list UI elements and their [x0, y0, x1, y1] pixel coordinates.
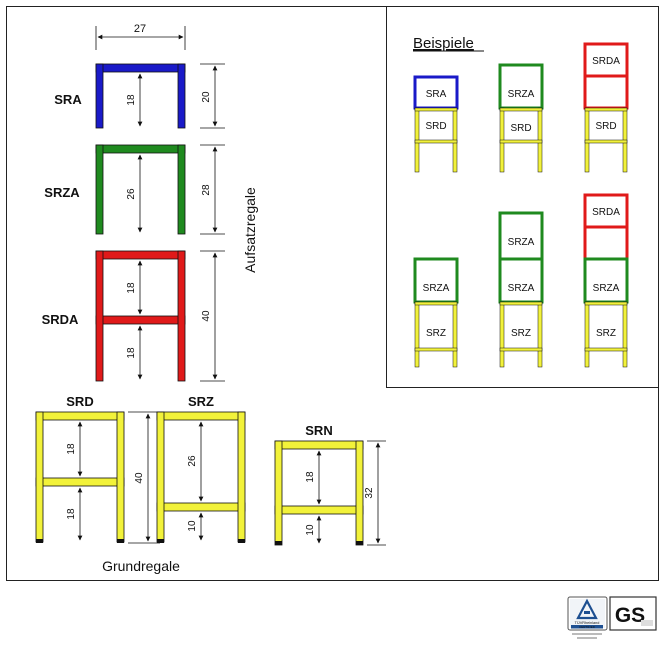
tuv-text: TÜVRheinland [575, 621, 600, 625]
tuv-certification-logo: TÜVRheinland CERTIFIED [567, 596, 608, 639]
srn-upper-label: 18 [305, 471, 316, 483]
ex6-srda: SRDA [592, 207, 620, 218]
srn-outer-dim [367, 440, 386, 546]
examples-panel [386, 6, 659, 388]
srn-outer-label: 32 [364, 487, 375, 499]
sra-frame [95, 63, 186, 129]
srn-label: SRN [305, 423, 332, 438]
ex2-srd: SRD [510, 123, 531, 134]
srd-upper-label: 18 [66, 443, 77, 455]
srza-outer-label: 28 [201, 184, 212, 196]
srd-frame [35, 411, 125, 543]
sra-inner-label: 18 [126, 94, 137, 106]
gs-certification-logo: GS [609, 596, 657, 631]
srda-outer-label: 40 [201, 310, 212, 322]
ex4-srza: SRZA [423, 283, 450, 294]
sra-label: SRA [54, 92, 82, 107]
width-dimension: 27 [95, 23, 186, 50]
srda-outer-dim [200, 250, 225, 382]
example-srza-on-srd: SRZA SRD [498, 63, 544, 173]
sra-outer-label: 20 [201, 91, 212, 103]
srda-lower-label: 18 [126, 347, 137, 359]
srd-label: SRD [66, 394, 93, 409]
grundregale-label: Grundregale [102, 558, 180, 574]
srn-frame [274, 440, 364, 546]
srza-frame [95, 144, 186, 235]
srza-outer-dim [200, 144, 225, 235]
ex6-srz: SRZ [596, 328, 616, 339]
srz-upper-label: 26 [187, 455, 198, 467]
gs-text: GS [615, 604, 645, 627]
srda-upper-label: 18 [126, 282, 137, 294]
srda-label: SRDA [42, 312, 79, 327]
srz-lower-label: 10 [187, 520, 198, 532]
example-srda-on-srd: SRDA SRD [583, 42, 629, 173]
srd-lower-label: 18 [66, 508, 77, 520]
tuv-sub: CERTIFIED [579, 625, 596, 629]
srn-lower-label: 10 [305, 524, 316, 536]
ex5-srza-top: SRZA [508, 237, 535, 248]
example-srza-on-srz: SRZA SRZ [413, 257, 459, 368]
grund-outer-label: 40 [134, 472, 145, 484]
example-srda-srza-on-srz: SRDA SRZA SRZ [583, 193, 629, 368]
srda-frame [95, 250, 186, 382]
srz-frame [156, 411, 246, 543]
ex4-srz: SRZ [426, 328, 446, 339]
ex3-srda: SRDA [592, 56, 620, 67]
ex3-srd: SRD [595, 121, 616, 132]
srza-label: SRZA [44, 185, 80, 200]
srz-label: SRZ [188, 394, 214, 409]
example-srza-srza-on-srz: SRZA SRZA SRZ [498, 211, 544, 368]
ex6-srza: SRZA [593, 283, 620, 294]
srza-inner-label: 26 [126, 188, 137, 200]
aufsatzregale-label: Aufsatzregale [242, 187, 258, 273]
grund-outer-dim [128, 411, 160, 544]
ex5-srz: SRZ [511, 328, 531, 339]
ex1-srd: SRD [425, 121, 446, 132]
beispiele-title: Beispiele [413, 35, 474, 52]
ex1-sra: SRA [426, 89, 447, 100]
ex5-srza-mid: SRZA [508, 283, 535, 294]
example-sra-on-srd: SRA SRD [413, 75, 459, 173]
width-label: 27 [134, 23, 146, 35]
sra-outer-dim [200, 63, 225, 129]
outer-frame [6, 6, 659, 581]
ex2-srza: SRZA [508, 89, 535, 100]
